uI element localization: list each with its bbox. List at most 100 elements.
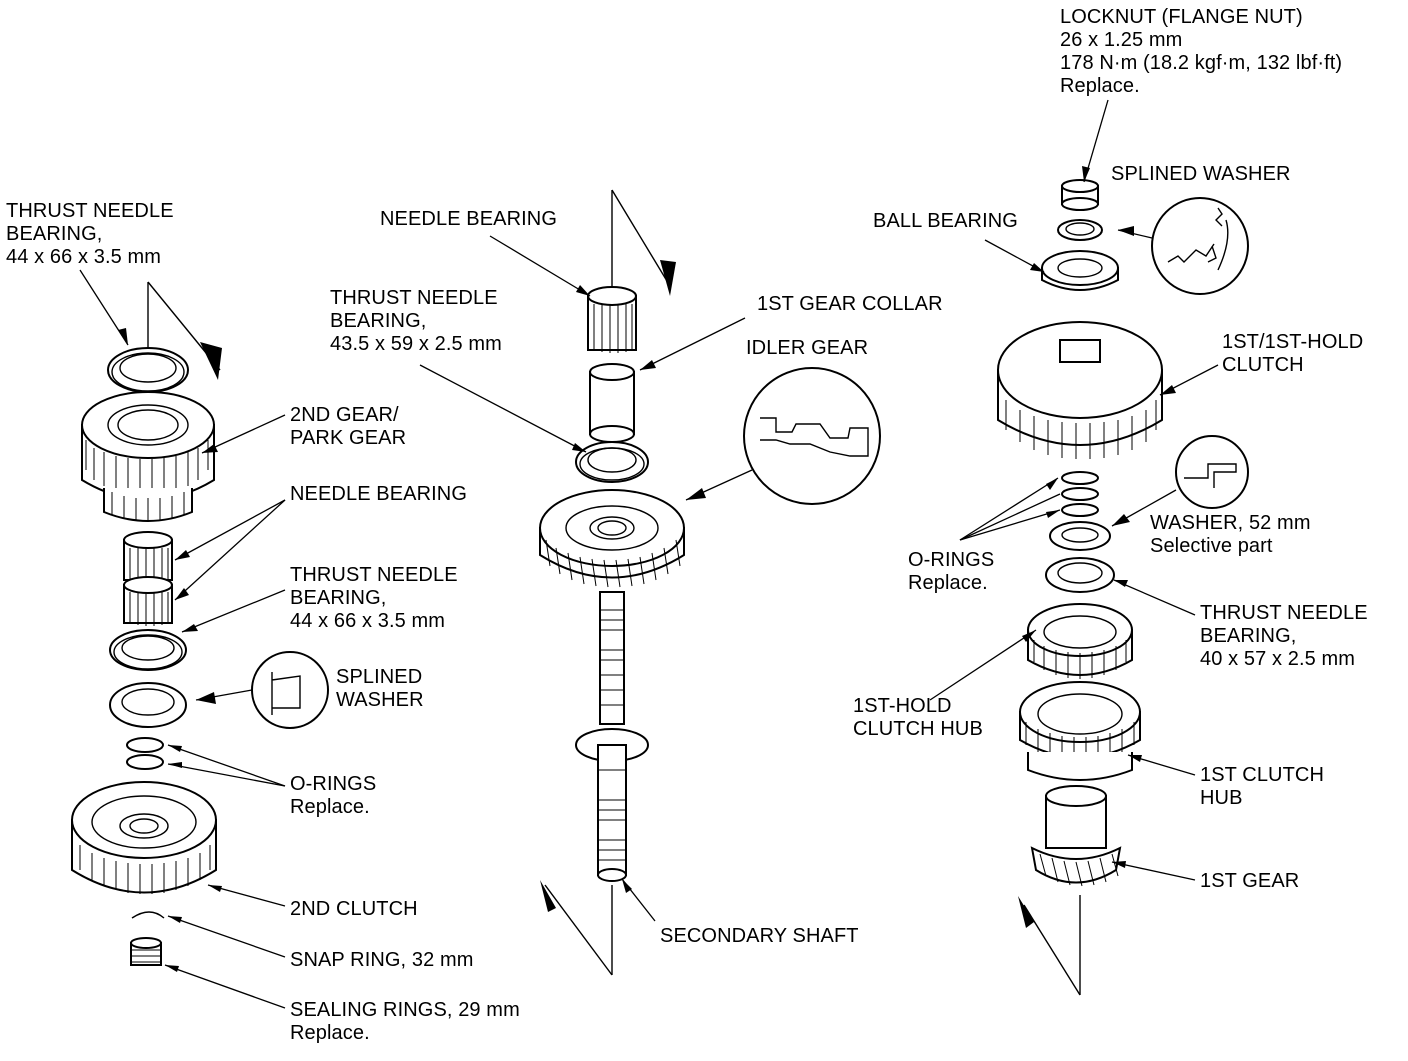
label-needle-bearing-center-line1: NEEDLE BEARING [380, 208, 558, 230]
2nd-gear-park-gear-part [81, 391, 215, 522]
label-needle-bearing-center: NEEDLE BEARING [380, 208, 557, 231]
label-splined-washer-left-line2: WASHER [336, 689, 424, 711]
label-thrust-needle-bearing-40-line1: THRUST NEEDLE [1200, 602, 1368, 624]
label-1st-1st-hold-clutch: 1ST/1ST-HOLD CLUTCH [1222, 331, 1363, 377]
label-locknut: LOCKNUT (FLANGE NUT) 26 x 1.25 mm 178 N·… [1060, 6, 1342, 98]
needle-bearing-left-part [123, 531, 173, 626]
thrust-needle-bearing-top-part [107, 347, 189, 393]
label-2nd-gear-park-gear-line1: 2ND GEAR/ [290, 404, 399, 426]
label-thrust-needle-bearing-44-top-line2: BEARING, [6, 223, 103, 245]
center-assembly [419, 189, 881, 976]
label-washer-52: WASHER, 52 mm Selective part [1150, 512, 1311, 558]
label-washer-52-line1: WASHER, 52 mm [1150, 512, 1311, 534]
1st-clutch-hub-part [1019, 681, 1141, 781]
label-splined-washer-top: SPLINED WASHER [1111, 163, 1291, 186]
label-o-rings-right-line2: Replace. [908, 572, 988, 594]
secondary-shaft-part [575, 591, 649, 882]
1st-gear-collar-part [589, 363, 635, 443]
o-rings-left-part [126, 737, 164, 770]
label-thrust-needle-bearing-40-line2: BEARING, [1200, 625, 1297, 647]
idler-gear-part [539, 489, 685, 588]
label-o-rings-left-line2: Replace. [290, 796, 370, 818]
label-2nd-gear-park-gear: 2ND GEAR/ PARK GEAR [290, 404, 406, 450]
label-1st-gear-collar-line1: 1ST GEAR COLLAR [757, 293, 943, 315]
right-assembly [929, 99, 1249, 996]
label-thrust-needle-bearing-43-line2: BEARING, [330, 310, 427, 332]
label-1st-gear-collar: 1ST GEAR COLLAR [757, 293, 943, 316]
label-1st-hold-clutch-hub-line1: 1ST-HOLD [853, 695, 952, 717]
1st-hold-clutch-hub-part [1027, 603, 1133, 679]
label-2nd-clutch: 2ND CLUTCH [290, 898, 418, 921]
label-thrust-needle-bearing-44-top-line1: THRUST NEEDLE [6, 200, 174, 222]
label-washer-52-line2: Selective part [1150, 535, 1273, 557]
label-needle-bearing-left: NEEDLE BEARING [290, 483, 467, 506]
o-rings-right-part [1061, 471, 1099, 517]
thrust-needle-bearing-43-part [575, 441, 649, 483]
label-o-rings-left: O-RINGS Replace. [290, 773, 376, 819]
label-snap-ring-line1: SNAP RING, 32 mm [290, 949, 474, 971]
sealing-rings-part [130, 937, 162, 966]
label-thrust-needle-bearing-43-line1: THRUST NEEDLE [330, 287, 498, 309]
label-1st-gear: 1ST GEAR [1200, 870, 1299, 893]
label-thrust-needle-bearing-44-top: THRUST NEEDLE BEARING, 44 x 66 x 3.5 mm [6, 200, 174, 269]
left-assembly [71, 269, 329, 1009]
splined-washer-left-part [109, 682, 187, 728]
splined-washer-callout [195, 651, 329, 729]
label-ball-bearing: BALL BEARING [873, 210, 1018, 233]
label-1st-1st-hold-clutch-line1: 1ST/1ST-HOLD [1222, 331, 1364, 353]
2nd-clutch-part [71, 781, 217, 894]
label-splined-washer-left-line1: SPLINED [336, 666, 423, 688]
label-locknut-line3: 178 N·m (18.2 kgf·m, 132 lbf·ft) [1060, 52, 1343, 74]
snap-ring-part [131, 911, 165, 919]
label-1st-1st-hold-clutch-line2: CLUTCH [1222, 354, 1304, 376]
thrust-needle-bearing-40-part [1045, 557, 1115, 593]
label-secondary-shaft-line1: SECONDARY SHAFT [660, 925, 859, 947]
1st-gear-part [1030, 785, 1122, 887]
label-idler-gear: IDLER GEAR [746, 337, 868, 360]
label-2nd-gear-park-gear-line2: PARK GEAR [290, 427, 407, 449]
label-1st-hold-clutch-hub: 1ST-HOLD CLUTCH HUB [853, 695, 983, 741]
label-2nd-clutch-line1: 2ND CLUTCH [290, 898, 418, 920]
label-1st-hold-clutch-hub-line2: CLUTCH HUB [853, 718, 983, 740]
label-thrust-needle-bearing-43: THRUST NEEDLE BEARING, 43.5 x 59 x 2.5 m… [330, 287, 502, 356]
label-thrust-needle-bearing-44-mid-line1: THRUST NEEDLE [290, 564, 458, 586]
label-o-rings-right-line1: O-RINGS [908, 549, 995, 571]
needle-bearing-center-part [587, 286, 637, 353]
label-thrust-needle-bearing-43-line3: 43.5 x 59 x 2.5 mm [330, 333, 502, 355]
label-1st-clutch-hub-line1: 1ST CLUTCH [1200, 764, 1324, 786]
thrust-needle-bearing-mid-part [109, 629, 187, 671]
label-thrust-needle-bearing-44-mid-line2: BEARING, [290, 587, 387, 609]
washer-52-part [1049, 521, 1111, 551]
label-snap-ring: SNAP RING, 32 mm [290, 949, 474, 972]
label-locknut-line1: LOCKNUT (FLANGE NUT) [1060, 6, 1303, 28]
label-o-rings-right: O-RINGS Replace. [908, 549, 994, 595]
label-1st-clutch-hub: 1ST CLUTCH HUB [1200, 764, 1324, 810]
1st-1st-hold-clutch-part [997, 321, 1163, 459]
washer-52-callout [1111, 435, 1249, 527]
ball-bearing-part [1041, 250, 1119, 291]
locknut-part [1061, 179, 1099, 211]
label-thrust-needle-bearing-44-top-line3: 44 x 66 x 3.5 mm [6, 246, 161, 268]
label-thrust-needle-bearing-44-mid: THRUST NEEDLE BEARING, 44 x 66 x 3.5 mm [290, 564, 458, 633]
label-sealing-rings-line1: SEALING RINGS, 29 mm [290, 999, 520, 1021]
splined-washer-detail-callout [1117, 197, 1249, 295]
label-ball-bearing-line1: BALL BEARING [873, 210, 1018, 232]
label-o-rings-left-line1: O-RINGS [290, 773, 377, 795]
label-thrust-needle-bearing-40: THRUST NEEDLE BEARING, 40 x 57 x 2.5 mm [1200, 602, 1368, 671]
label-thrust-needle-bearing-40-line3: 40 x 57 x 2.5 mm [1200, 648, 1355, 670]
label-locknut-line2: 26 x 1.25 mm [1060, 29, 1183, 51]
label-secondary-shaft: SECONDARY SHAFT [660, 925, 859, 948]
label-1st-clutch-hub-line2: HUB [1200, 787, 1243, 809]
idler-gear-callout [685, 367, 881, 505]
label-needle-bearing-left-line1: NEEDLE BEARING [290, 483, 468, 505]
label-1st-gear-line1: 1ST GEAR [1200, 870, 1300, 892]
label-sealing-rings: SEALING RINGS, 29 mm Replace. [290, 999, 520, 1045]
label-splined-washer-left: SPLINED WASHER [336, 666, 424, 712]
label-sealing-rings-line2: Replace. [290, 1022, 370, 1044]
label-idler-gear-line1: IDLER GEAR [746, 337, 869, 359]
label-splined-washer-top-line1: SPLINED WASHER [1111, 163, 1291, 185]
label-thrust-needle-bearing-44-mid-line3: 44 x 66 x 3.5 mm [290, 610, 445, 632]
label-locknut-line4: Replace. [1060, 75, 1140, 97]
